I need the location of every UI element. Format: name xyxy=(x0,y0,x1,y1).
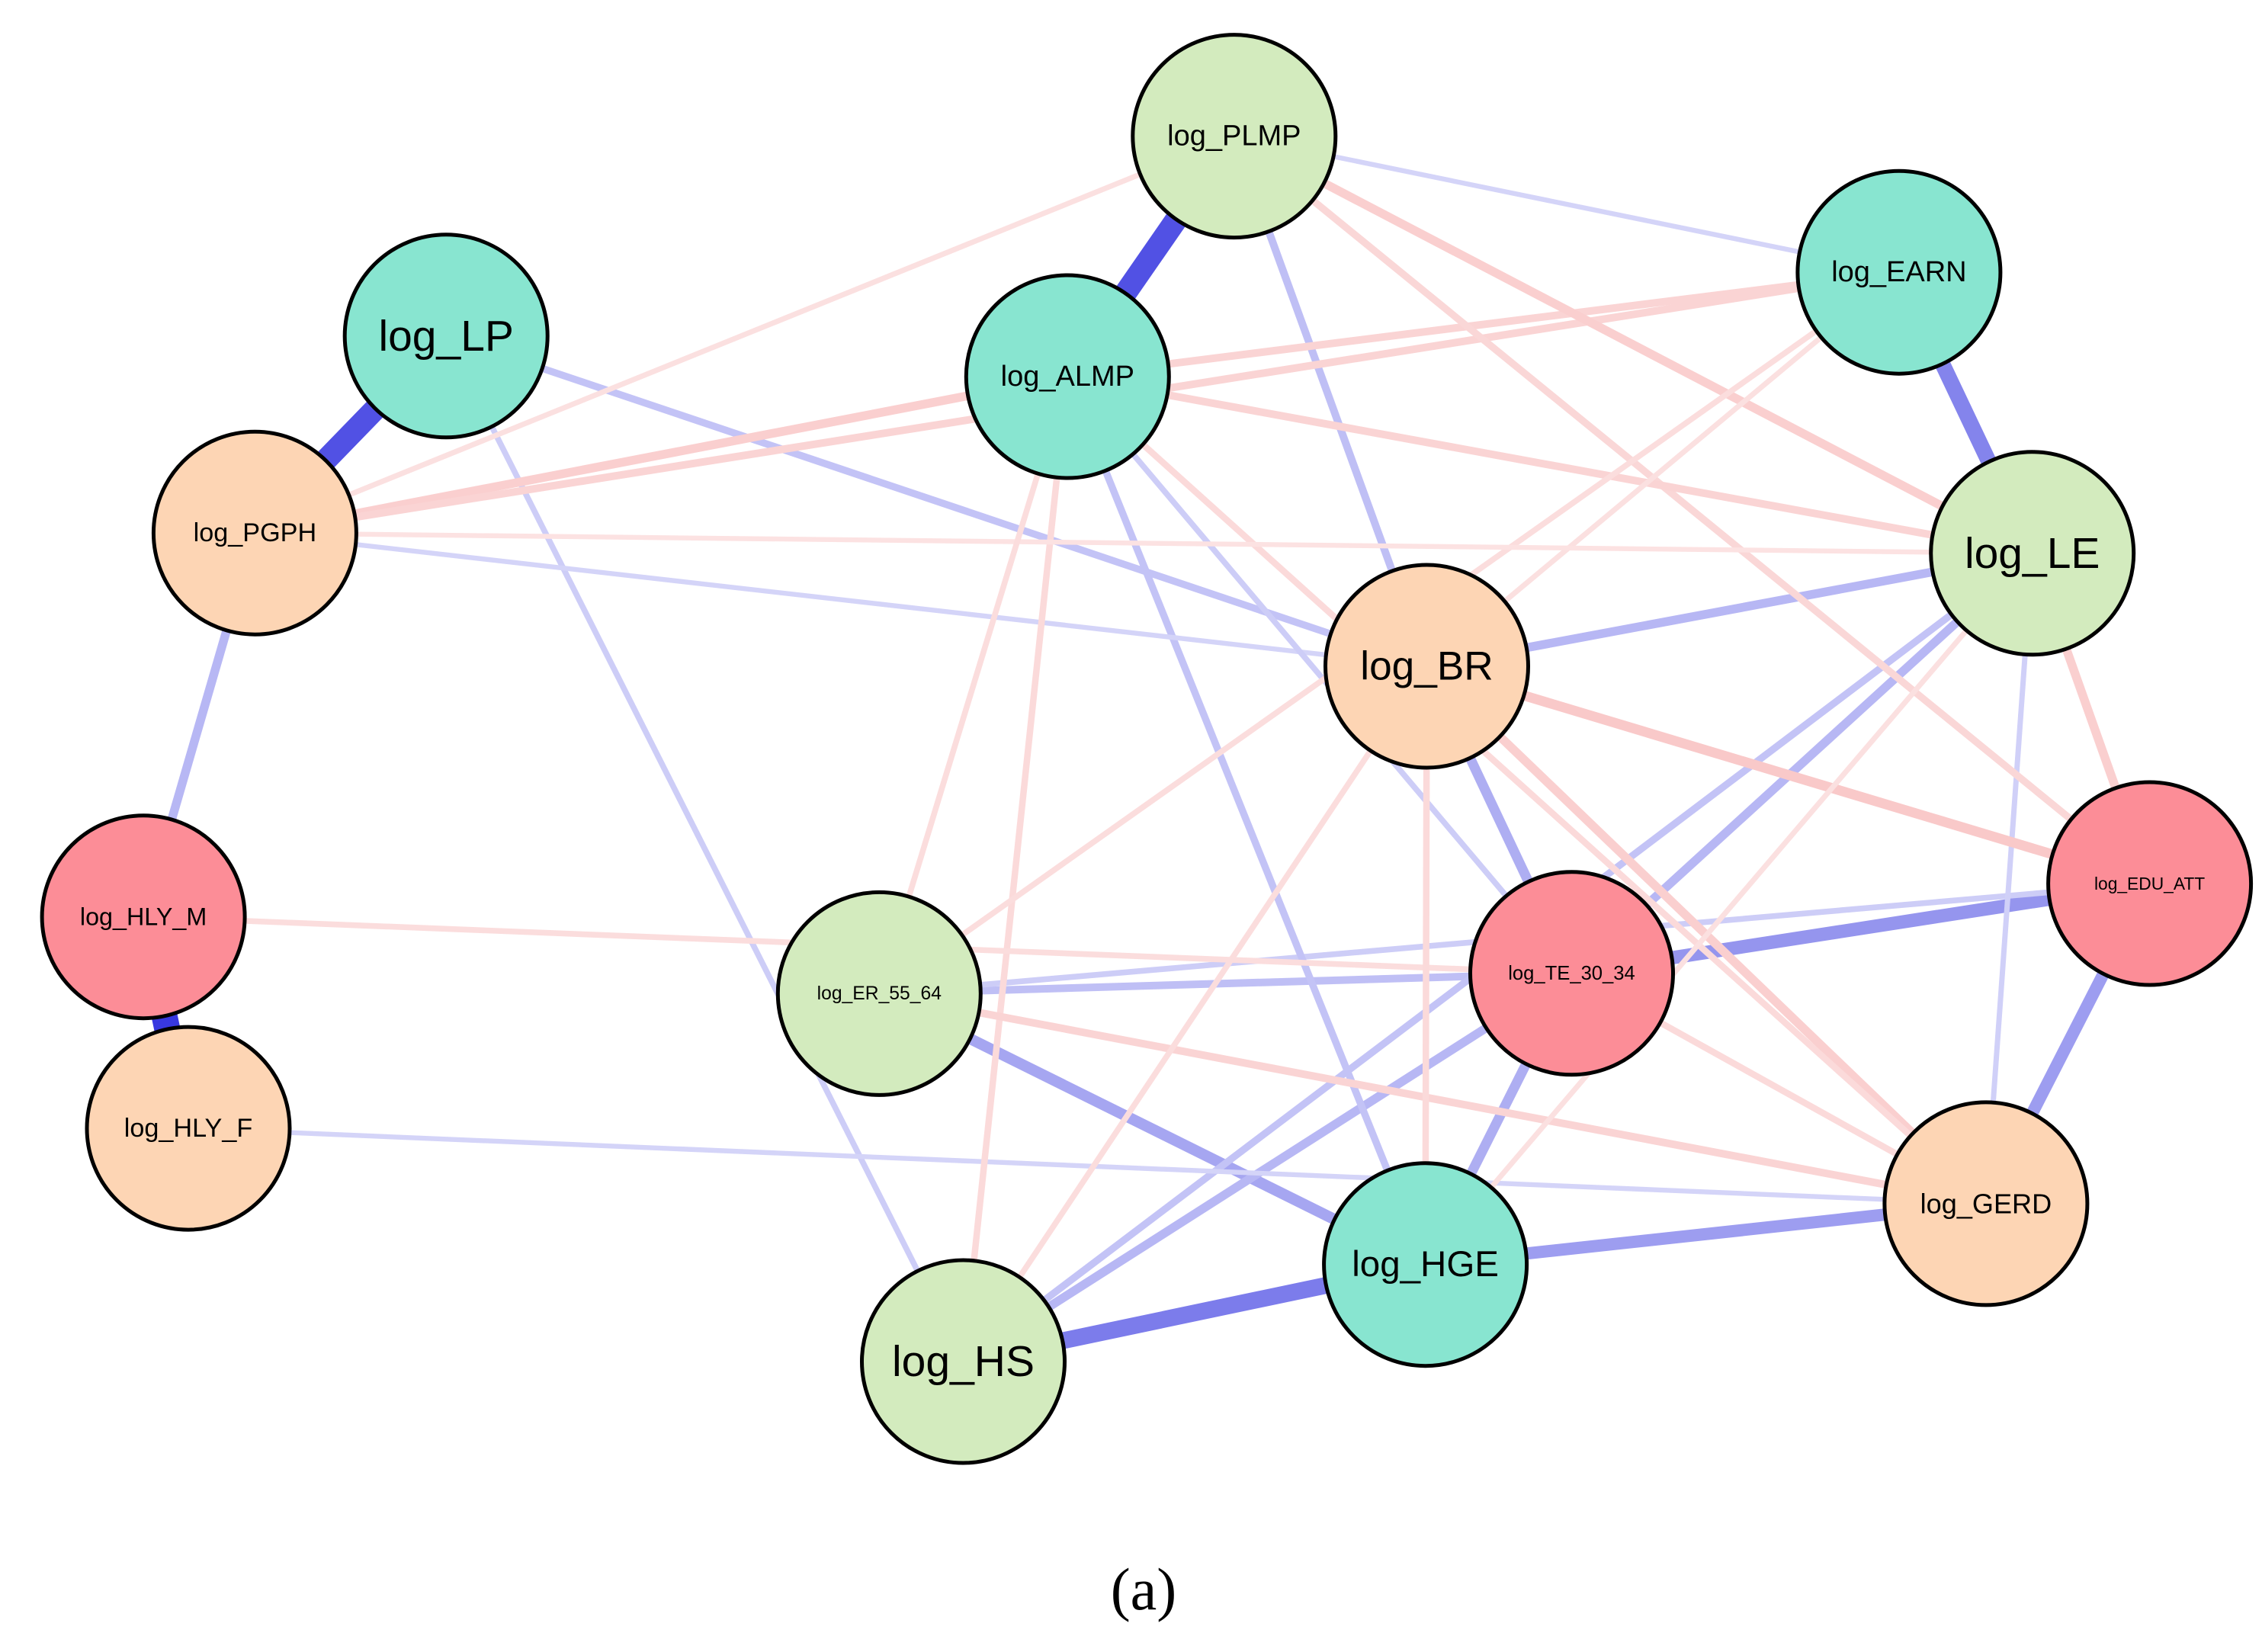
edge-log_ER_55_64-log_GERD xyxy=(878,990,1987,1208)
node-label: log_PGPH xyxy=(194,518,317,547)
edge-log_PLMP-log_LE xyxy=(1232,132,2035,557)
edge-log_ALMP-log_HGE xyxy=(1064,375,1429,1266)
node-label: log_TE_30_34 xyxy=(1508,963,1635,984)
node-circle xyxy=(1468,870,1675,1077)
edge-log_TE_30_34-log_HS xyxy=(961,969,1574,1365)
node-label: log_PLMP xyxy=(1167,120,1301,152)
edge-log_PLMP-log_EDU_ATT xyxy=(1231,133,2152,887)
node-circle xyxy=(1882,1100,2090,1307)
node-log_LP: log_LP xyxy=(342,233,550,440)
node-log_LE: log_LE xyxy=(1929,450,2136,657)
node-log_EARN: log_EARN xyxy=(1795,168,2003,376)
node-circle xyxy=(860,1258,1067,1465)
node-circle xyxy=(1795,168,2003,376)
node-label: log_HLY_M xyxy=(80,903,207,931)
node-label: log_HGE xyxy=(1352,1244,1499,1285)
node-label: log_EDU_ATT xyxy=(2094,874,2205,893)
node-log_HS: log_HS xyxy=(860,1258,1067,1465)
edge-log_LE-log_HGE xyxy=(1423,551,2035,1266)
edge-log_ER_55_64-log_TE_30_34 xyxy=(879,969,1572,998)
node-circle xyxy=(85,1025,292,1232)
edge-log_ALMP-log_GERD xyxy=(1065,374,1988,1207)
node-label: log_HLY_F xyxy=(124,1114,253,1143)
node-circle xyxy=(40,813,247,1021)
edge-log_ALMP-log_LE xyxy=(1067,373,2033,557)
edge-log_PGPH-log_LE xyxy=(255,531,2033,556)
edge-log_ALMP-log_ER_55_64 xyxy=(876,375,1070,995)
node-circle xyxy=(775,890,983,1097)
node-label: log_EARN xyxy=(1831,256,1966,288)
edge-log_BR-log_HS xyxy=(961,664,1429,1364)
edge-log_PLMP-log_PGPH xyxy=(254,133,1236,536)
edge-log_LP-log_HS xyxy=(443,335,966,1363)
edge-log_LE-log_GERD xyxy=(1983,553,2036,1205)
node-log_HLY_M: log_HLY_M xyxy=(40,813,247,1021)
edge-log_HLY_F-log_GERD xyxy=(188,1125,1987,1207)
node-log_TE_30_34: log_TE_30_34 xyxy=(1468,870,1675,1077)
node-label: log_ER_55_64 xyxy=(817,983,942,1004)
node-log_HLY_F: log_HLY_F xyxy=(85,1025,292,1232)
node-log_ALMP: log_ALMP xyxy=(964,273,1171,480)
node-circle xyxy=(151,429,358,637)
node-circle xyxy=(342,233,550,440)
node-circle xyxy=(1322,1161,1529,1368)
edge-log_PGPH-log_BR xyxy=(255,531,1427,669)
node-circle xyxy=(1324,563,1530,770)
edge-log_LP-log_BR xyxy=(444,332,1429,670)
edge-log_ALMP-log_EARN xyxy=(1067,268,1900,380)
node-log_BR: log_BR xyxy=(1324,563,1530,770)
edge-log_PLMP-log_EARN xyxy=(1234,133,1900,275)
figure-caption: (a) xyxy=(1110,1556,1177,1622)
node-label: log_ALMP xyxy=(1001,361,1134,393)
node-label: log_BR xyxy=(1360,644,1493,689)
node-log_PGPH: log_PGPH xyxy=(151,429,358,637)
node-log_HGE: log_HGE xyxy=(1322,1161,1529,1368)
node-label: log_LP xyxy=(378,312,514,361)
edge-log_PGPH-log_ALMP xyxy=(254,372,1069,537)
node-log_PLMP: log_PLMP xyxy=(1131,33,1338,240)
node-circle xyxy=(964,273,1171,480)
node-circle xyxy=(2046,780,2254,987)
node-circle xyxy=(1929,450,2136,657)
node-log_GERD: log_GERD xyxy=(1882,1100,2090,1307)
node-circle xyxy=(1131,33,1338,240)
node-label: log_HS xyxy=(892,1337,1035,1386)
node-label: log_LE xyxy=(1965,529,2100,578)
edge-log_ALMP-log_TE_30_34 xyxy=(1065,374,1574,976)
node-log_ER_55_64: log_ER_55_64 xyxy=(775,890,983,1097)
edge-log_BR-log_EDU_ATT xyxy=(1425,661,2151,889)
node-label: log_GERD xyxy=(1920,1188,2052,1219)
node-log_EDU_ATT: log_EDU_ATT xyxy=(2046,780,2254,987)
